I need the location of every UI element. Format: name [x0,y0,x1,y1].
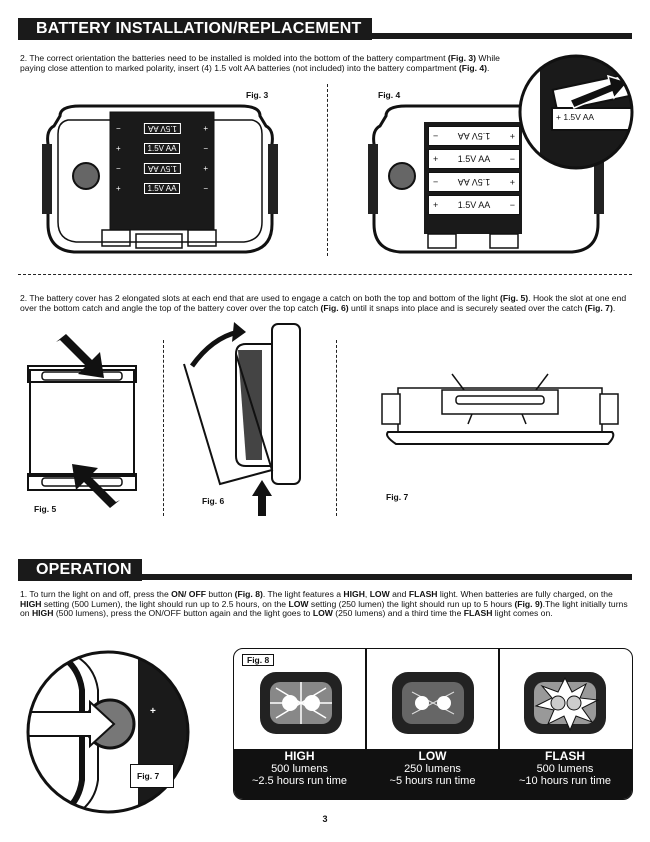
mode-runtime: ~10 hours run time [518,775,612,787]
fig8-light-modes-panel [233,648,633,800]
high-mode-light-icon [260,672,342,734]
fig3-battery-slots: − 1.5V AA + + 1.5V AA − − 1.5V AA + + 1.… [112,118,212,198]
fig3-slot-1: − 1.5V AA + [116,122,208,134]
fig4-magnifier-illustration [518,54,634,170]
fig4-battery-2: +1.5V AA− [428,149,520,169]
fig3-fig4-divider [327,84,328,256]
mode-high: HIGH 500 lumens ~2.5 hours run time [234,748,365,798]
fig3-slot-4: + 1.5V AA − [116,182,208,194]
mode-lumens: 250 lumens [404,763,461,775]
operation-section-title: OPERATION [18,559,142,581]
fig7-callout-box: Fig. 7 [130,764,174,788]
mode-runtime: ~5 hours run time [389,775,476,787]
operation-section-header: OPERATION [18,559,632,581]
fig5-battery-cover-illustration [27,334,137,508]
fig3-label: Fig. 3 [246,90,269,100]
mode-divider-2 [498,649,500,799]
low-mode-light-icon [392,672,474,734]
header-rule [18,574,632,580]
flash-mode-light-icon [524,672,606,734]
mode-label-band [234,749,632,799]
mode-name: LOW [418,749,447,763]
mode-low: LOW 250 lumens ~5 hours run time [366,748,499,798]
fig4-magnifier-battery-text: + 1.5V AA [556,112,595,122]
fig4-battery-4: +1.5V AA− [428,195,520,215]
mode-runtime: ~2.5 hours run time [251,775,348,787]
button-illustration-plus: + [150,706,156,717]
mode-flash: FLASH 500 lumens ~10 hours run time [499,748,631,798]
fig4-batteries: +1.5V AA− +1.5V AA− +1.5V AA− +1.5V AA− [428,126,520,215]
fig4-battery-3: +1.5V AA− [428,172,520,192]
operation-paragraph: 1. To turn the light on and off, press t… [20,589,628,619]
fig7-cover-seated-illustration [381,373,619,445]
fig6-cover-hook-illustration [183,322,301,516]
fig4-label: Fig. 4 [378,90,401,100]
mode-lumens: 500 lumens [536,763,594,775]
fig3-slot-3: − 1.5V AA + [116,162,208,174]
fig8-label: Fig. 8 [242,654,275,666]
battery-paragraph-1: 2. The correct orientation the batteries… [20,53,500,73]
fig3-slot-2: + 1.5V AA − [116,142,208,154]
fig5-fig6-divider [163,340,164,516]
fig7-callout-label: Fig. 7 [137,771,160,781]
fig7-label: Fig. 7 [386,492,409,502]
page-number: 3 [322,814,328,824]
fig5-label: Fig. 5 [34,504,57,514]
fig6-label: Fig. 6 [202,496,225,506]
mode-name: HIGH [284,749,315,763]
battery-section-title: BATTERY INSTALLATION/REPLACEMENT [18,18,372,40]
mode-lumens: 500 lumens [271,763,328,775]
section-divider-1 [18,274,632,275]
battery-paragraph-2: 2. The battery cover has 2 elongated slo… [20,293,627,313]
mode-divider-1 [365,649,367,799]
on-off-button-illustration [26,650,190,814]
fig3-battery-compartment-illustration [42,104,278,254]
battery-section-header: BATTERY INSTALLATION/REPLACEMENT [18,18,632,40]
fig4-battery-1: +1.5V AA− [428,126,520,146]
mode-name: FLASH [545,749,585,763]
fig6-fig7-divider [336,340,337,516]
